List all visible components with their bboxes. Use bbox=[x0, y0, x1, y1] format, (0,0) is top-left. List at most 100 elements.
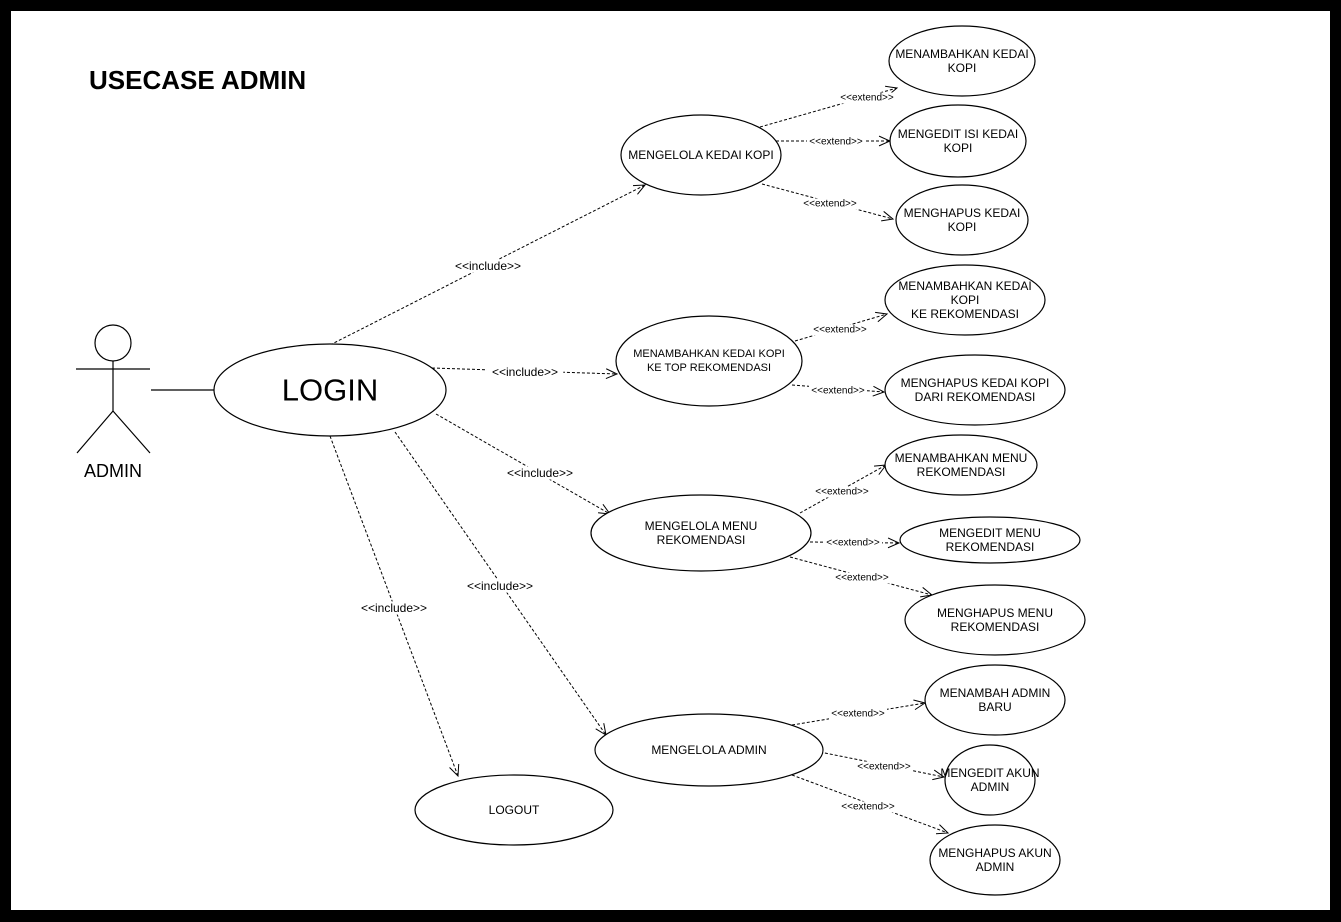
usecase-label: ADMIN bbox=[971, 780, 1010, 794]
include-relation: <<include>> bbox=[431, 365, 619, 379]
usecase-ellipse bbox=[884, 354, 1066, 426]
label-background bbox=[855, 761, 913, 773]
arrowhead bbox=[605, 368, 619, 379]
usecase-ellipse bbox=[895, 184, 1029, 256]
usecase-label: MENAMBAHKAN KEDAI bbox=[895, 47, 1028, 61]
extend-relation: <<extend>> bbox=[819, 751, 946, 781]
extend-label: <<extend>> bbox=[835, 573, 889, 584]
include-relation: <<include>> bbox=[329, 184, 647, 346]
actor-head bbox=[94, 324, 132, 362]
usecase-label: MENAMBAH ADMIN bbox=[940, 686, 1051, 700]
arrowhead bbox=[449, 763, 460, 778]
extend-label: <<extend>> bbox=[809, 137, 863, 148]
usecase-login[interactable]: LOGIN bbox=[213, 343, 447, 437]
diagram-canvas: USECASE ADMIN <<include>><<include>><<in… bbox=[11, 11, 1330, 910]
extend-relation: <<extend>> bbox=[791, 699, 927, 726]
label-background bbox=[833, 572, 891, 584]
extend-line bbox=[789, 556, 933, 596]
usecase-mengelola-admin[interactable]: MENGELOLA ADMIN bbox=[594, 713, 824, 787]
usecase-ellipse bbox=[615, 315, 803, 407]
extend-relation: <<extend>> bbox=[799, 464, 888, 514]
usecase-label: REKOMENDASI bbox=[657, 533, 746, 547]
extend-relation: <<extend>> bbox=[789, 556, 934, 598]
usecase-label: MENGEDIT MENU bbox=[939, 526, 1041, 540]
diagram-title: USECASE ADMIN bbox=[89, 65, 307, 95]
label-background bbox=[838, 92, 896, 104]
include-relation: <<include>> bbox=[435, 413, 612, 515]
extend-line bbox=[799, 464, 887, 514]
usecase-ellipse bbox=[590, 494, 812, 572]
include-line bbox=[435, 413, 611, 515]
extend-label: <<extend>> bbox=[840, 93, 894, 104]
include-label: <<include>> bbox=[361, 601, 427, 615]
usecase-label: MENGELOLA ADMIN bbox=[651, 743, 766, 757]
extend-relation: <<extend>> bbox=[794, 311, 889, 342]
label-background bbox=[449, 259, 527, 273]
usecase-label: MENAMBAHKAN MENU bbox=[895, 451, 1028, 465]
diagram-root: <<include>> <<include>> <<include>> <<inclu… bbox=[76, 25, 1086, 896]
extend-relation: <<extend>> bbox=[759, 85, 899, 128]
extend-label: <<extend>> bbox=[831, 709, 885, 720]
usecase-ellipse bbox=[213, 343, 447, 437]
usecase-ellipse bbox=[944, 744, 1036, 816]
arrowhead bbox=[887, 537, 901, 549]
label-background bbox=[824, 537, 882, 549]
include-label: <<include>> bbox=[455, 259, 521, 273]
usecase-ellipse bbox=[929, 824, 1061, 896]
label-background bbox=[807, 136, 865, 148]
include-label: <<include>> bbox=[507, 466, 573, 480]
usecase-mengelola-kedai[interactable]: MENGELOLA KEDAI KOPI bbox=[620, 114, 782, 196]
usecase-label: MENGEDIT AKUN bbox=[940, 766, 1039, 780]
label-background bbox=[486, 365, 564, 379]
actor-legs bbox=[76, 410, 151, 454]
include-relation: <<include>> bbox=[329, 435, 460, 778]
label-background bbox=[461, 579, 539, 593]
usecase-label: REKOMENDASI bbox=[946, 540, 1035, 554]
arrowhead bbox=[932, 769, 946, 781]
extend-label: <<extend>> bbox=[813, 325, 867, 336]
usecase-label: MENGHAPUS AKUN bbox=[938, 846, 1051, 860]
arrowhead bbox=[913, 699, 927, 711]
extend-line bbox=[819, 751, 945, 778]
usecase-label: BARU bbox=[978, 700, 1011, 714]
usecase-ellipse bbox=[889, 104, 1027, 178]
usecase-label: REKOMENDASI bbox=[951, 620, 1040, 634]
label-background bbox=[829, 708, 887, 720]
extend-relation: <<extend>> bbox=[776, 135, 892, 148]
usecase-label: LOGIN bbox=[282, 373, 378, 408]
extend-relation: <<extend>> bbox=[809, 537, 901, 549]
usecase-label: KOPI bbox=[944, 141, 973, 155]
usecase-label: MENGELOLA MENU bbox=[645, 519, 758, 533]
actor-admin[interactable]: ADMIN bbox=[76, 324, 214, 481]
label-background bbox=[839, 801, 897, 813]
extend-relation: <<extend>> bbox=[761, 183, 895, 222]
usecase-label: KE REKOMENDASI bbox=[911, 307, 1019, 321]
usecase-ellipse bbox=[888, 25, 1036, 97]
usecase-label: KOPI bbox=[948, 61, 977, 75]
usecase-label: DARI REKOMENDASI bbox=[915, 390, 1036, 404]
usecase-label: MENGEDIT ISI KEDAI bbox=[898, 127, 1018, 141]
usecase-label: MENGHAPUS MENU bbox=[937, 606, 1053, 620]
extend-relation: <<extend>> bbox=[791, 774, 950, 835]
usecase-ellipse bbox=[904, 584, 1086, 656]
arrowhead bbox=[881, 211, 895, 222]
usecase-label: MENAMBAHKAN KEDAI KOPI bbox=[633, 348, 785, 360]
usecase-ellipse bbox=[924, 664, 1066, 736]
extend-line bbox=[759, 87, 898, 128]
usecase-logout[interactable]: LOGOUT bbox=[414, 774, 614, 846]
usecase-label: MENGHAPUS KEDAI bbox=[904, 206, 1021, 220]
usecase-label: KOPI bbox=[951, 293, 980, 307]
